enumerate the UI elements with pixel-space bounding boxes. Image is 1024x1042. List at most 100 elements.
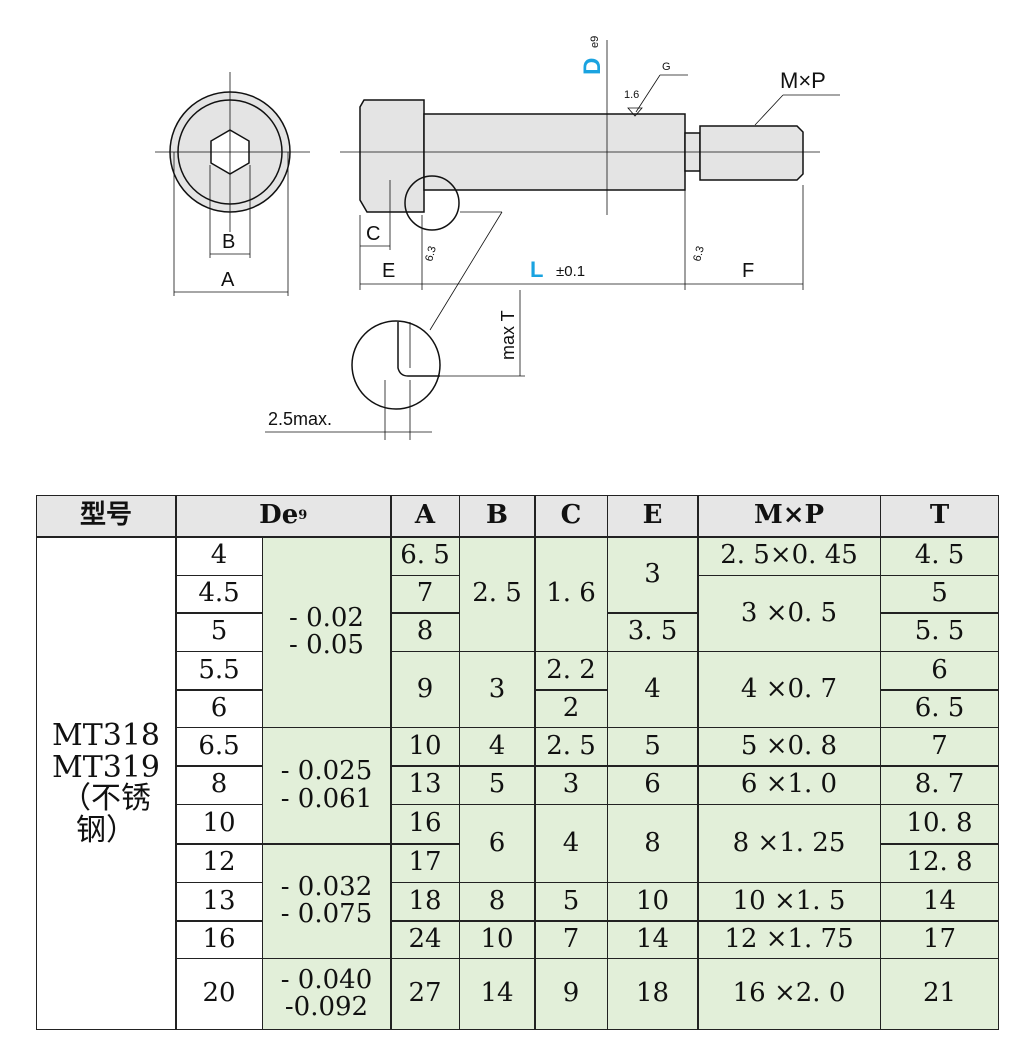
- a-cell: 24: [391, 921, 459, 958]
- c-cell: 5: [535, 883, 607, 920]
- header-t: T: [881, 496, 998, 536]
- t-cell: 6. 5: [881, 690, 998, 727]
- de-cell: 6.5: [176, 728, 262, 765]
- mxp-cell: 16 ×2. 0: [698, 959, 880, 1029]
- a-cell: 17: [391, 844, 459, 882]
- b-cell: 8: [460, 883, 534, 920]
- e-cell: 10: [608, 883, 697, 920]
- b-cell: 10: [460, 921, 534, 958]
- e-cell: 3. 5: [608, 613, 697, 651]
- dim-a-label: A: [221, 269, 235, 291]
- c-cell: 3: [535, 766, 607, 804]
- mxp-cell: 12 ×1. 75: [698, 921, 880, 958]
- header-a: A: [391, 496, 459, 536]
- t-cell: 12. 8: [881, 844, 998, 882]
- mxp-cell: 2. 5×0. 45: [698, 537, 880, 575]
- e-cell: 5: [608, 728, 697, 765]
- t-cell: 5. 5: [881, 613, 998, 651]
- tol-cell: - 0.032 - 0.075: [263, 844, 390, 958]
- a-cell: 9: [391, 652, 459, 727]
- e-cell: 6: [608, 766, 697, 804]
- t-cell: 6: [881, 652, 998, 689]
- header-de-sub: 9: [298, 508, 308, 524]
- c-cell: 2. 2: [535, 652, 607, 689]
- roughness-6-3-head: 6.3: [423, 245, 439, 263]
- t-cell: 10. 8: [881, 805, 998, 843]
- de-cell: 8: [176, 766, 262, 804]
- roughness-6-3-shoulder: 6.3: [691, 245, 707, 263]
- de-cell: 12: [176, 844, 262, 882]
- mxp-cell: 10 ×1. 5: [698, 883, 880, 920]
- a-cell: 16: [391, 805, 459, 843]
- c-cell: 7: [535, 921, 607, 958]
- thread-label: M×P: [780, 68, 826, 93]
- header-model: 型号: [37, 496, 175, 536]
- dim-d-label: D: [579, 58, 606, 75]
- c-cell: 9: [535, 959, 607, 1029]
- b-cell: 3: [460, 652, 534, 727]
- e-cell: 3: [608, 537, 697, 612]
- de-cell: 20: [176, 959, 262, 1029]
- de-cell: 4.5: [176, 576, 262, 612]
- de-cell: 5.5: [176, 652, 262, 689]
- t-cell: 21: [881, 959, 998, 1029]
- t-cell: 14: [881, 883, 998, 920]
- de-cell: 5: [176, 613, 262, 651]
- de-cell: 13: [176, 883, 262, 920]
- dim-l-label: L: [530, 257, 543, 282]
- tol-cell: - 0.040 -0.092: [263, 959, 390, 1029]
- c-cell: 2. 5: [535, 728, 607, 765]
- a-cell: 18: [391, 883, 459, 920]
- de-cell: 16: [176, 921, 262, 958]
- c-cell: 1. 6: [535, 537, 607, 651]
- de-cell: 10: [176, 805, 262, 843]
- dim-e-label: E: [382, 260, 395, 282]
- max-t-label: max T: [498, 310, 518, 360]
- dim-c-label: C: [366, 223, 380, 245]
- mxp-cell: 6 ×1. 0: [698, 766, 880, 804]
- t-cell: 4. 5: [881, 537, 998, 575]
- mxp-cell: 3 ×0. 5: [698, 576, 880, 651]
- c-cell: 4: [535, 805, 607, 882]
- t-cell: 8. 7: [881, 766, 998, 804]
- mxp-cell: 8 ×1. 25: [698, 805, 880, 882]
- e-cell: 4: [608, 652, 697, 727]
- t-cell: 17: [881, 921, 998, 958]
- dim-l-tolerance: ±0.1: [556, 263, 585, 280]
- header-de-text: De: [259, 500, 299, 531]
- a-cell: 10: [391, 728, 459, 765]
- b-cell: 14: [460, 959, 534, 1029]
- e-cell: 14: [608, 921, 697, 958]
- t-cell: 5: [881, 576, 998, 612]
- de-cell: 4: [176, 537, 262, 575]
- header-b: B: [460, 496, 534, 536]
- dim-d-subscript: e9: [589, 36, 601, 48]
- tol-cell: - 0.025 - 0.061: [263, 728, 390, 843]
- b-cell: 5: [460, 766, 534, 804]
- b-cell: 6: [460, 805, 534, 882]
- b-cell: 2. 5: [460, 537, 534, 651]
- de-cell: 6: [176, 690, 262, 727]
- roughness-1-6: 1.6: [624, 89, 639, 101]
- a-cell: 27: [391, 959, 459, 1029]
- header-mxp: M×P: [698, 496, 880, 536]
- b-cell: 4: [460, 728, 534, 765]
- dim-b-label: B: [222, 231, 235, 253]
- t-cell: 7: [881, 728, 998, 765]
- dim-f-label: F: [742, 260, 754, 282]
- model-cell: MT318 MT319 （不锈 钢）: [37, 537, 175, 1029]
- a-cell: 8: [391, 613, 459, 651]
- tol-cell: - 0.02 - 0.05: [263, 537, 390, 727]
- header-c: C: [535, 496, 607, 536]
- c-cell: 2: [535, 690, 607, 727]
- a-cell: 6. 5: [391, 537, 459, 575]
- a-cell: 13: [391, 766, 459, 804]
- shoulder-screw-drawing: B A C E L ±0.1 F D e9 M×P 1.6 G 6.3 6.3 …: [155, 36, 840, 440]
- a-cell: 7: [391, 576, 459, 612]
- header-e: E: [608, 496, 697, 536]
- roughness-g: G: [662, 61, 671, 73]
- max-2-5-label: 2.5max.: [268, 409, 332, 429]
- e-cell: 8: [608, 805, 697, 882]
